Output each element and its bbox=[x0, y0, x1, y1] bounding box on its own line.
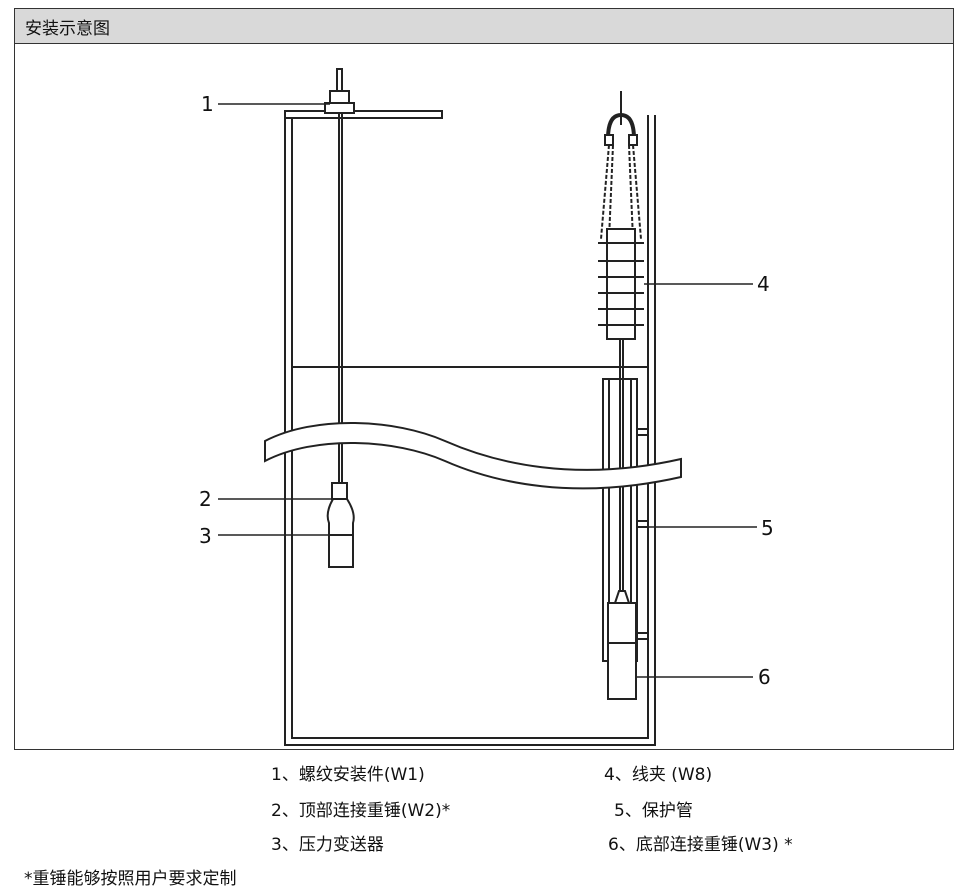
break-band bbox=[264, 422, 682, 490]
top-weight bbox=[331, 482, 348, 500]
legend-item-5: 5、保护管 bbox=[614, 801, 693, 821]
callout-4: 4 bbox=[757, 272, 770, 296]
bottom-weight bbox=[607, 602, 637, 700]
footnote: *重锤能够按照用户要求定制 bbox=[24, 869, 237, 889]
installation-diagram: 1 2 3 4 5 6 bbox=[199, 68, 774, 746]
legend-item-1: 1、螺纹安装件(W1) bbox=[271, 765, 425, 785]
callout-5: 5 bbox=[761, 516, 774, 540]
line-clamp-body bbox=[606, 228, 636, 340]
callout-6: 6 bbox=[758, 665, 771, 689]
mounting-plate bbox=[284, 110, 443, 119]
legend-item-3: 3、压力变送器 bbox=[271, 835, 384, 855]
pressure-transmitter bbox=[326, 498, 355, 568]
panel-title: 安装示意图 bbox=[15, 9, 953, 44]
callout-2: 2 bbox=[199, 487, 212, 511]
clamp-hook bbox=[606, 112, 636, 140]
left-sensor-assembly bbox=[324, 68, 355, 568]
right-sensor-assembly bbox=[598, 91, 649, 700]
legend-item-2: 2、顶部连接重锤(W2)* bbox=[271, 801, 451, 821]
callout-3: 3 bbox=[199, 524, 212, 548]
tank-outer-wall bbox=[284, 115, 656, 746]
threaded-mount-stem bbox=[336, 68, 343, 92]
legend-item-4: 4、线夹 (W8) bbox=[604, 765, 713, 785]
leader-lines bbox=[218, 103, 757, 678]
tank-inner-wall bbox=[291, 115, 649, 739]
clamp-wire-left bbox=[600, 144, 614, 240]
callout-1: 1 bbox=[201, 92, 214, 116]
installation-diagram-panel: 安装示意图 bbox=[14, 8, 954, 750]
threaded-mount-nut bbox=[329, 90, 350, 104]
legend-item-6: 6、底部连接重锤(W3) * bbox=[608, 835, 793, 855]
clamp-wire-right bbox=[628, 144, 642, 240]
